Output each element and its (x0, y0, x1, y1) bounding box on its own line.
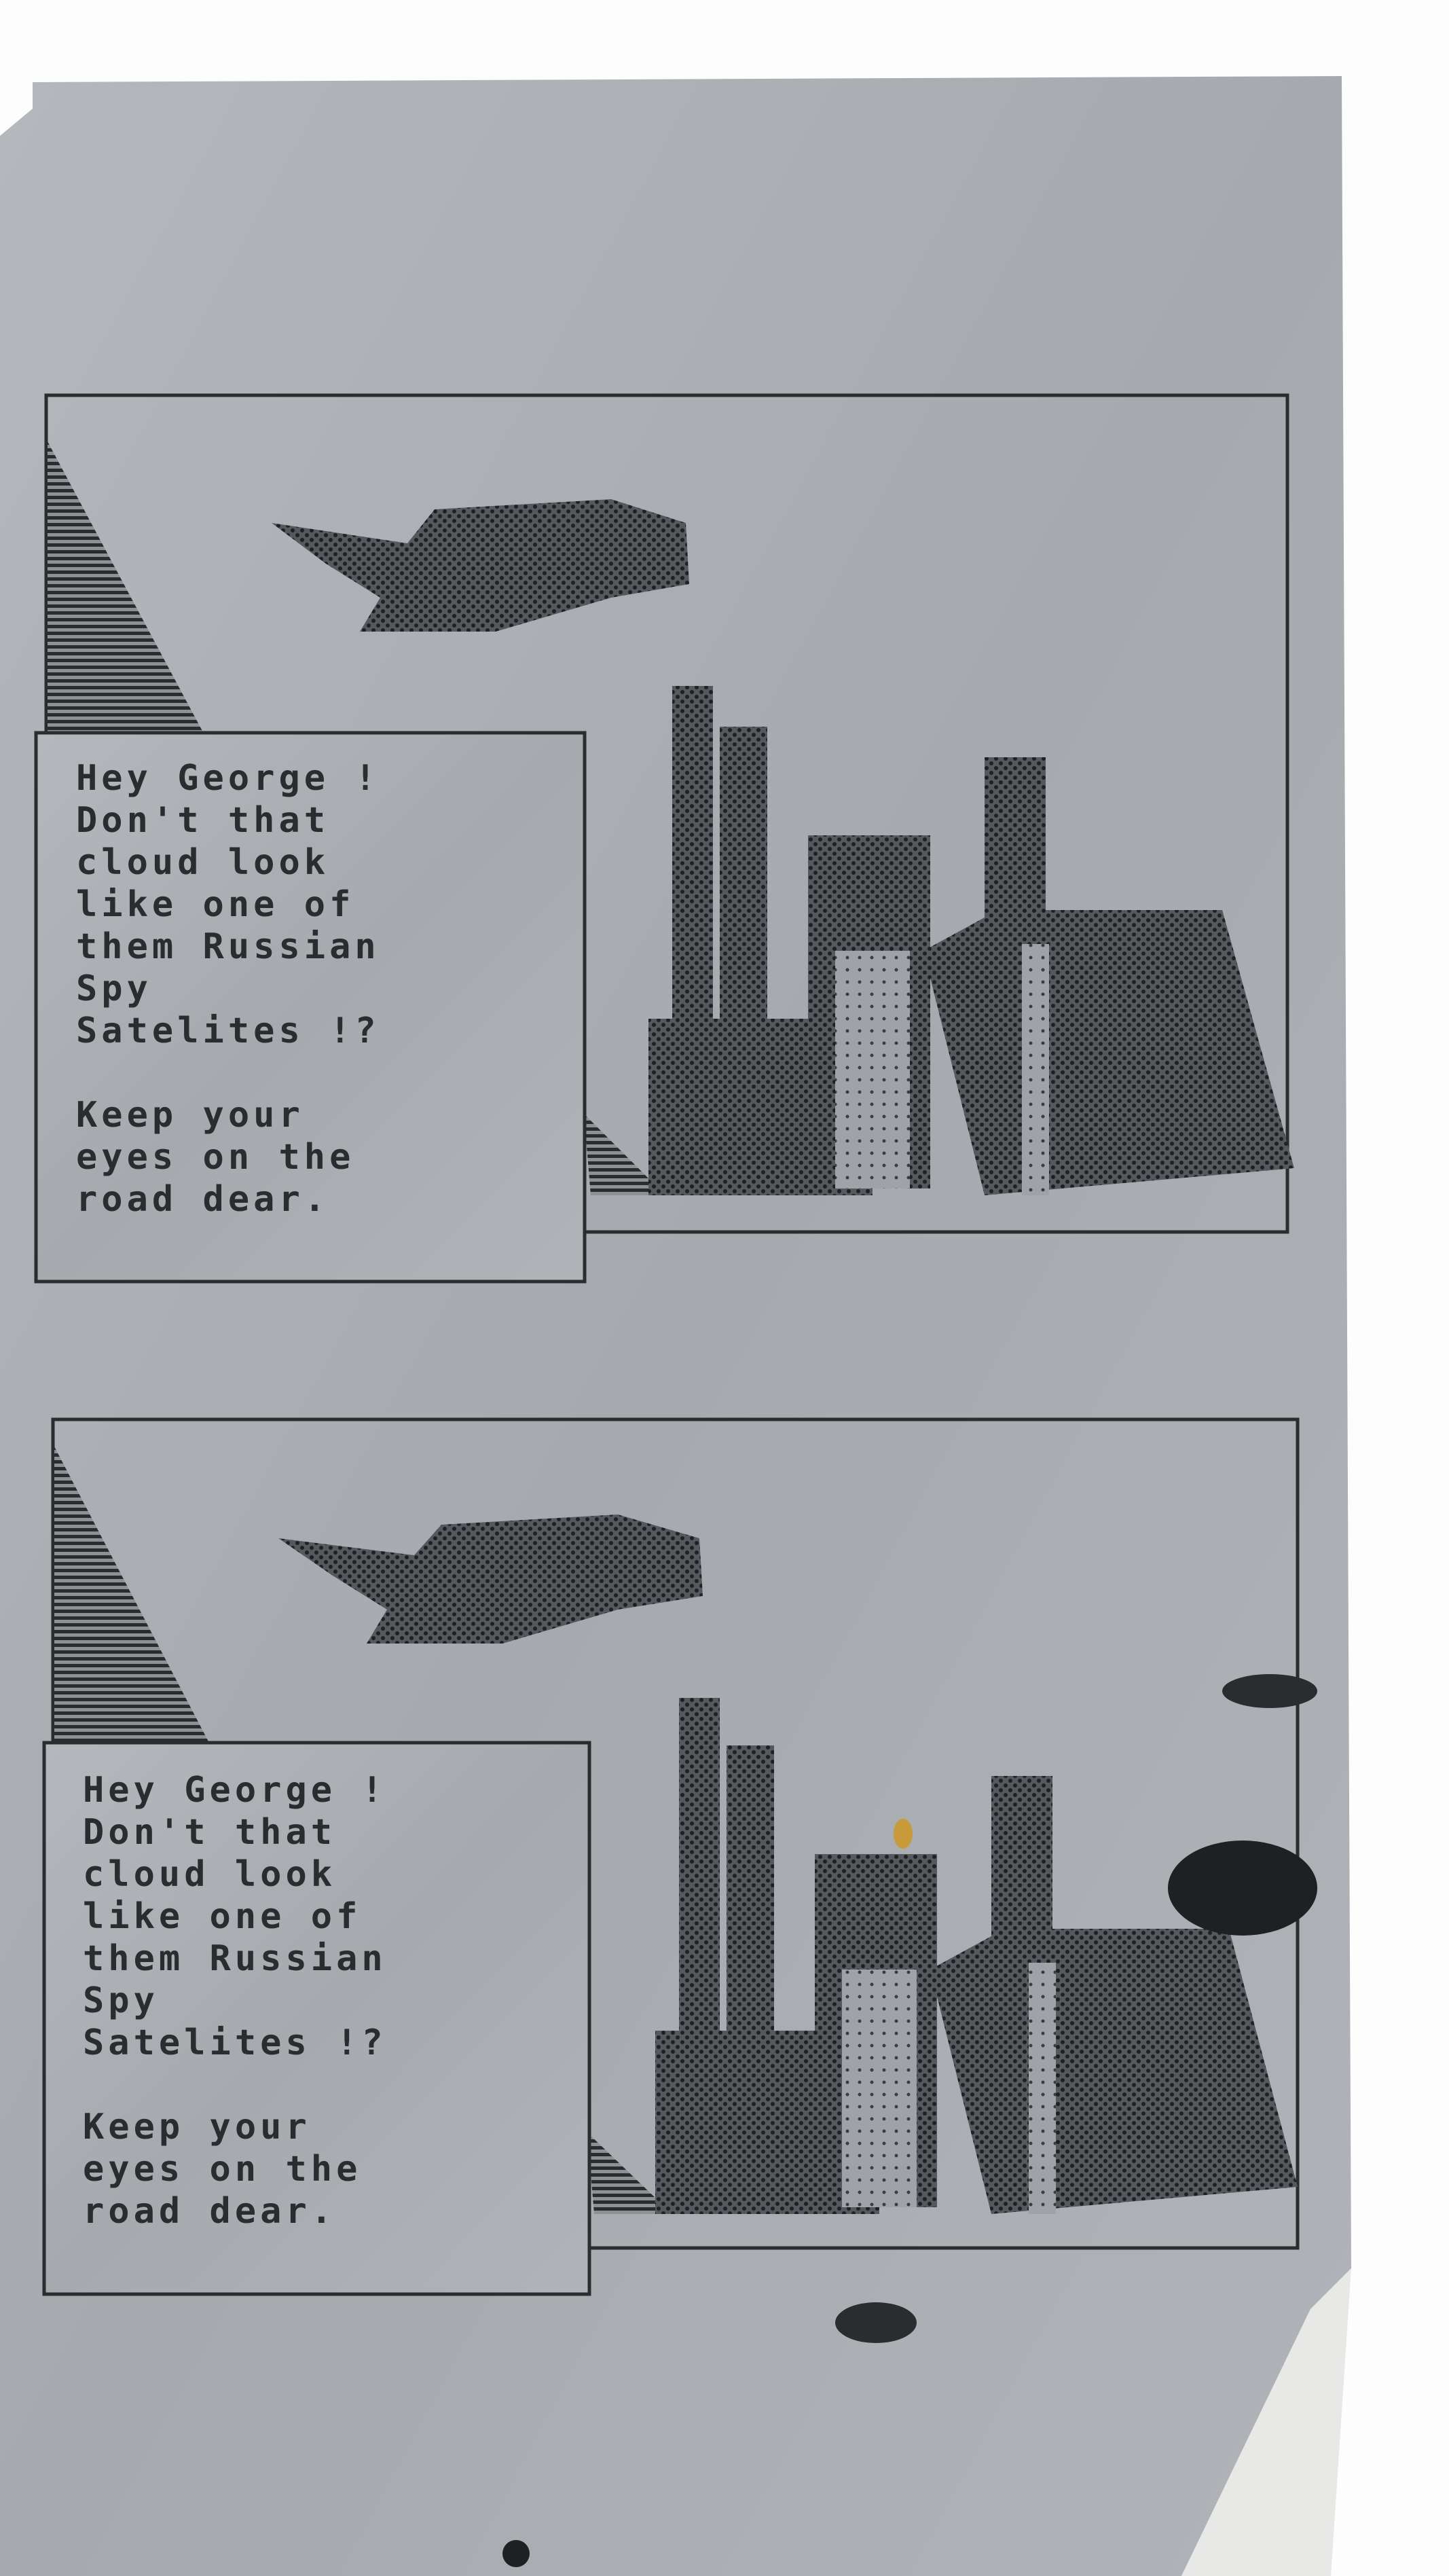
text-line: cloud look (76, 842, 330, 883)
text-line (76, 1052, 579, 1094)
rust-spot (894, 1819, 913, 1849)
text-line: road dear. (83, 2191, 337, 2232)
speech-text-1: Hey George ! Don't that cloud look like … (76, 757, 579, 1220)
text-line: Hey George ! (83, 1770, 387, 1811)
text-line: them Russian (83, 1938, 387, 1979)
text-line: Don't that (83, 1812, 337, 1853)
text-line: Spy (83, 1980, 159, 2021)
text-line: cloud look (83, 1854, 337, 1895)
comic-panel-1 (34, 393, 1294, 1284)
text-line: Keep your (83, 2107, 311, 2147)
ink-smudge (502, 2540, 530, 2567)
torn-corner (1181, 2268, 1351, 2576)
ink-smudge (1168, 1840, 1317, 1936)
satellite-cloud (278, 1514, 703, 1644)
text-line (83, 2064, 585, 2106)
shadow-triangle (54, 1447, 210, 1745)
text-line: Keep your (76, 1095, 304, 1136)
text-line: Satelites !? (83, 2022, 387, 2063)
text-line: Don't that (76, 800, 330, 841)
satellite-cloud (272, 499, 689, 632)
text-line: eyes on the (76, 1137, 355, 1178)
city-buildings (587, 1698, 1298, 2214)
shadow-triangle (48, 441, 204, 733)
text-line: them Russian (76, 926, 380, 967)
speech-box-2 (42, 1741, 591, 2296)
text-line: like one of (76, 884, 355, 925)
text-line: eyes on the (83, 2149, 362, 2190)
speech-text-2: Hey George ! Don't that cloud look like … (83, 1769, 585, 2232)
text-line: road dear. (76, 1179, 330, 1220)
city-buildings (584, 686, 1294, 1195)
comic-panel-2 (42, 1417, 1317, 2296)
text-line: Spy (76, 968, 152, 1009)
text-line: Hey George ! (76, 758, 380, 799)
ink-smudge (1222, 1674, 1317, 1708)
speech-box-1 (34, 731, 587, 1284)
text-line: Satelites !? (76, 1011, 380, 1051)
text-line: like one of (83, 1896, 362, 1937)
ink-smudge (835, 2302, 917, 2343)
